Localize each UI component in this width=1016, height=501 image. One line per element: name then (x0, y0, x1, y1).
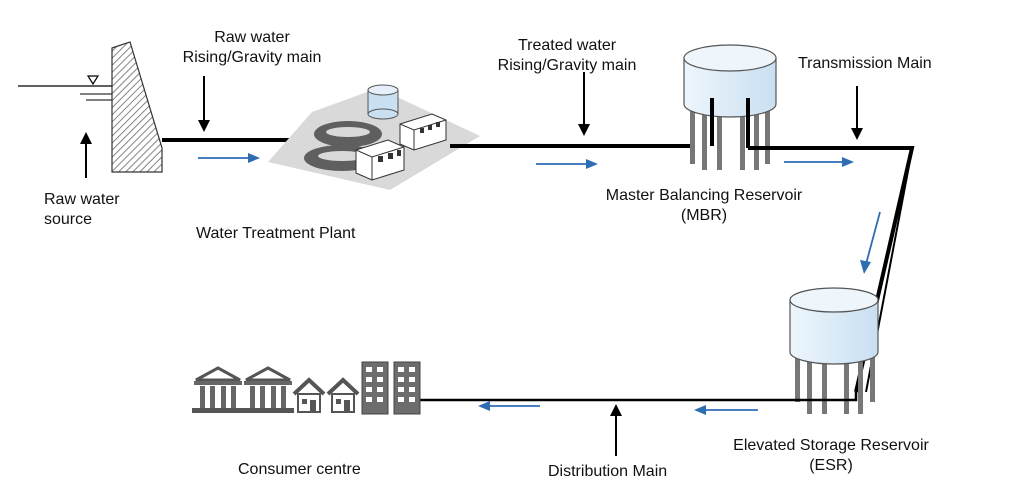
water-treatment-plant-icon (268, 84, 480, 190)
flow-arrow (694, 405, 758, 415)
treated-water-main-label-line1: Treated water (517, 37, 617, 54)
raw-water-source-label-line1: Raw water (44, 191, 120, 208)
apartment-block-icon (393, 361, 421, 415)
treated-water-main-label: Treated water Rising/Gravity main (484, 36, 650, 76)
house-icon (326, 377, 360, 413)
consumer-centre-buildings (192, 361, 421, 415)
raw-water-main-label-line1: Raw water (214, 29, 290, 46)
raw-water-source-label-line2: source (44, 211, 93, 228)
mbr-label-line1: Master Balancing Reservoir (605, 187, 803, 204)
esr-label: Elevated Storage Reservoir (ESR) (714, 436, 948, 476)
mbr-label: Master Balancing Reservoir (MBR) (588, 186, 820, 226)
raw-source-arrow (80, 132, 92, 178)
raw-water-source-label: Raw water source (44, 190, 120, 230)
raw-water-main-label: Raw water Rising/Gravity main (182, 28, 322, 68)
apartment-block-icon (361, 361, 389, 415)
flow-arrow (536, 159, 598, 169)
water-treatment-plant-label: Water Treatment Plant (196, 225, 356, 242)
raw-water-source (18, 75, 124, 101)
water-level-icon (86, 75, 100, 86)
house-icon (292, 377, 326, 413)
distribution-main-pointer-arrow (610, 404, 622, 456)
mbr-label-line2: (MBR) (680, 207, 728, 224)
flow-arrow (784, 157, 854, 167)
raw-main-pointer-arrow (198, 76, 210, 132)
mbr-water-tank-icon (683, 44, 777, 170)
raw-water-main-label-line2: Rising/Gravity main (182, 49, 322, 66)
treated-water-main-label-line2: Rising/Gravity main (497, 57, 637, 74)
esr-label-line1: Elevated Storage Reservoir (733, 437, 929, 454)
flow-arrows (198, 153, 881, 415)
esr-label-line2: (ESR) (809, 457, 853, 474)
public-building-icon (192, 366, 244, 413)
transmission-main-pointer-arrow (851, 86, 863, 140)
flow-arrow (198, 153, 260, 163)
consumer-centre-label: Consumer centre (238, 461, 361, 478)
transmission-main-label: Transmission Main (798, 55, 932, 72)
dam-icon (111, 41, 163, 173)
flow-arrow (478, 401, 540, 411)
distribution-main-pipe (420, 392, 858, 402)
flow-arrow (860, 211, 881, 274)
public-building-icon (242, 366, 294, 413)
esr-water-tank-icon (789, 287, 879, 414)
treated-main-pointer-arrow (578, 72, 590, 136)
distribution-main-label: Distribution Main (548, 463, 668, 480)
